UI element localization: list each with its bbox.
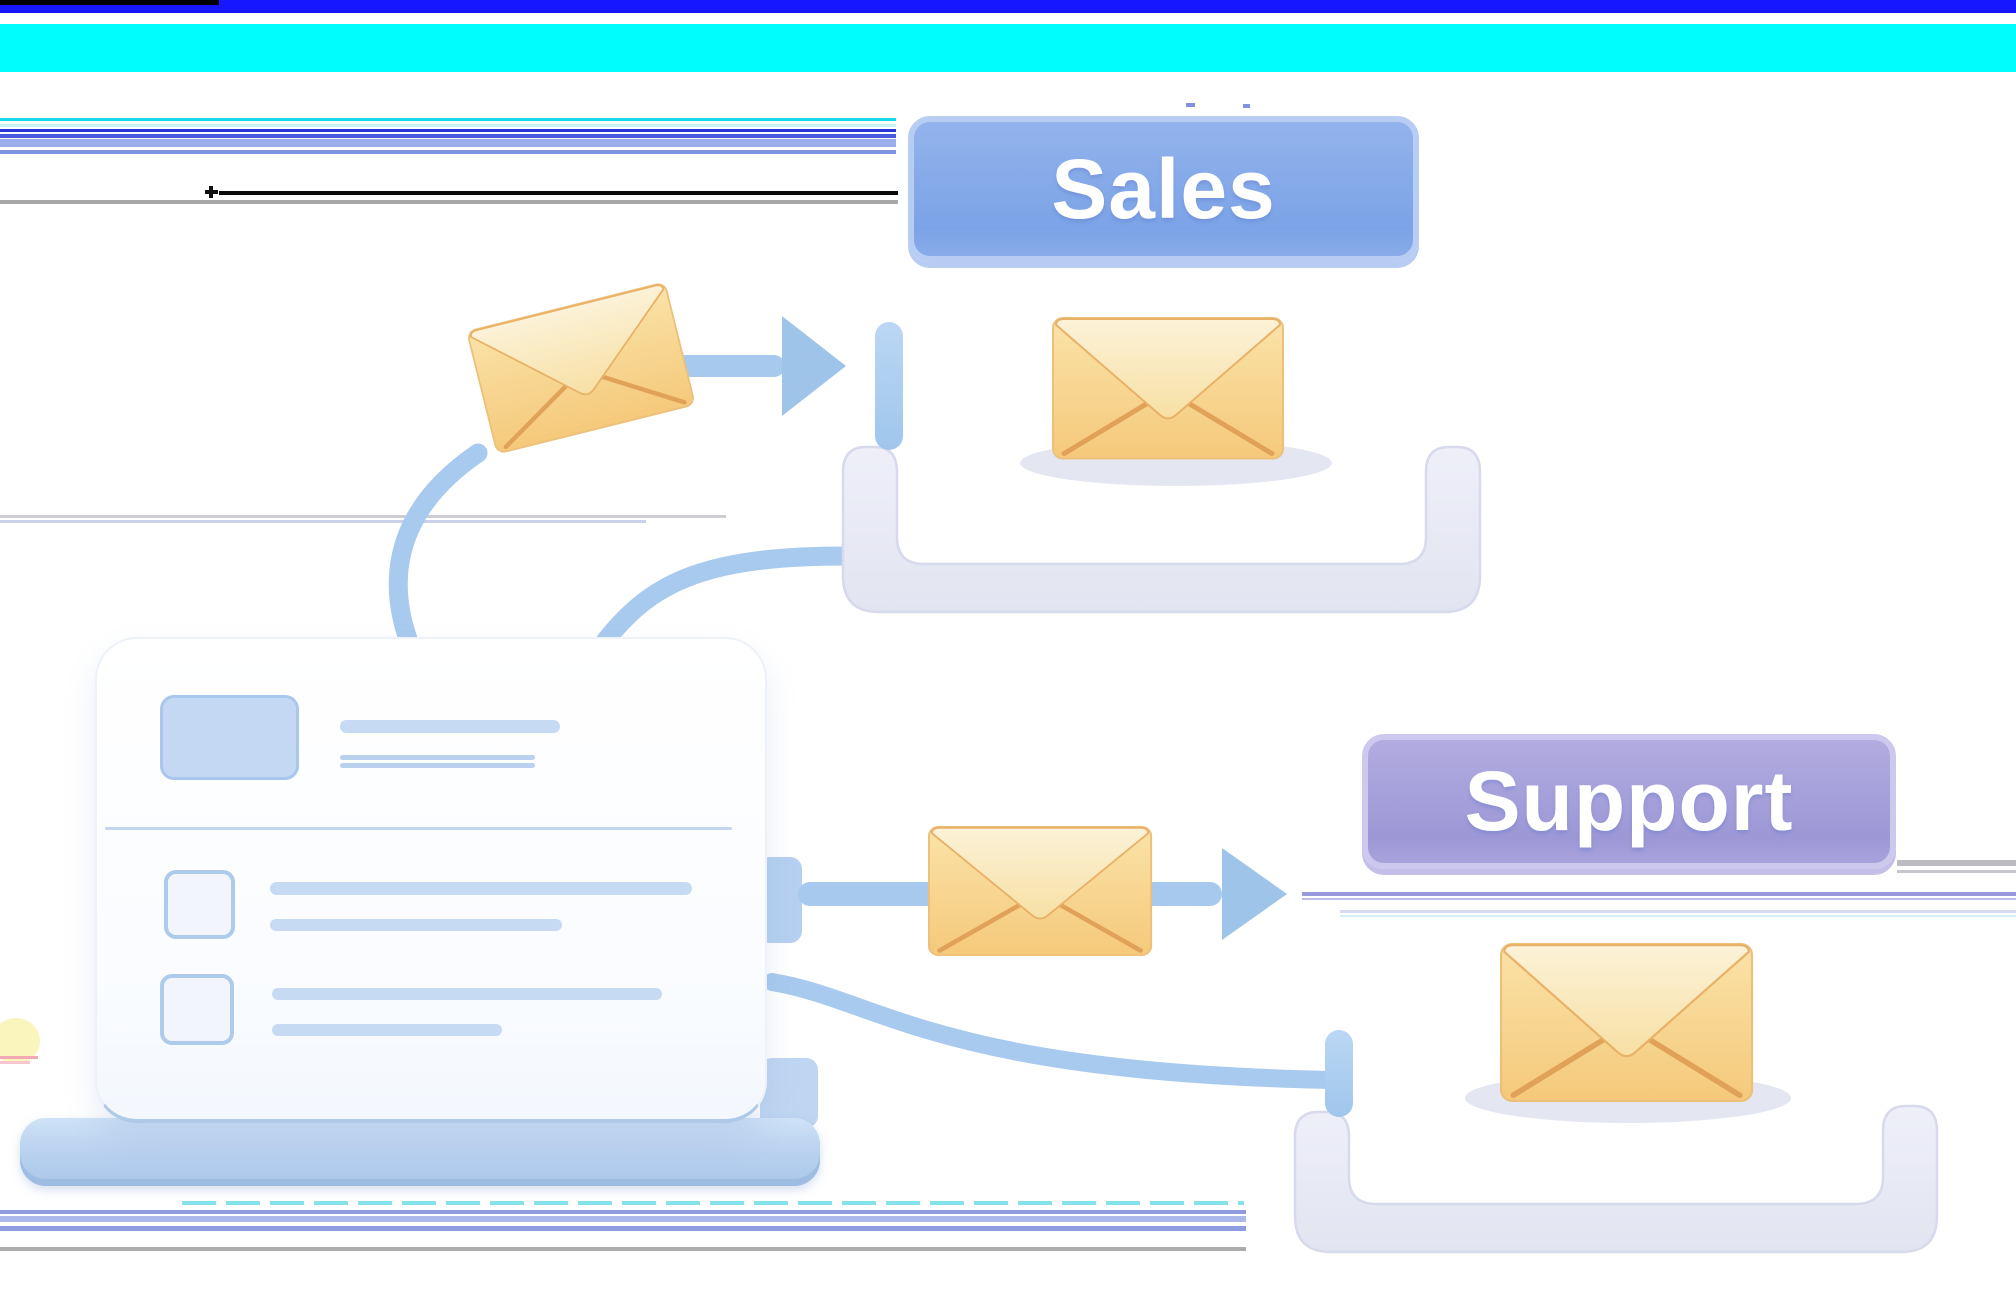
glitch-line	[0, 150, 896, 154]
glitch-band-top-black	[0, 0, 219, 5]
form-line	[340, 763, 535, 768]
flow-curve-to-support-tray	[763, 973, 1341, 1089]
glitch-line-gray	[0, 200, 898, 204]
form-line	[340, 720, 560, 733]
flow-curve-to-outgoing-envelope	[388, 443, 488, 660]
checkbox-icon	[164, 870, 235, 939]
laptop-base	[20, 1118, 820, 1186]
checkbox-icon	[160, 974, 234, 1045]
form-card	[95, 637, 767, 1123]
card-connector-tab	[758, 857, 802, 943]
glitch-line	[1302, 898, 2016, 900]
glitch-line	[1302, 892, 2016, 896]
glitch-line-pink	[0, 1056, 38, 1059]
glitch-line	[0, 515, 726, 518]
glitch-line-pink	[0, 1061, 30, 1064]
glitch-line-black	[219, 191, 898, 195]
glitch-line	[1897, 860, 2016, 866]
envelope-icon	[929, 827, 1151, 955]
glitch-line	[0, 1216, 1246, 1222]
glitch-dot	[1243, 104, 1250, 108]
glitch-line	[0, 520, 646, 523]
glitch-cross	[209, 186, 213, 198]
envelope-icon	[1053, 318, 1283, 459]
flow-curve-to-sales-tray	[596, 546, 855, 650]
glitch-line	[0, 129, 896, 132]
glitch-line-dashed	[182, 1201, 1244, 1205]
inbox-tray-icon	[841, 445, 1482, 614]
glitch-line	[0, 124, 896, 127]
glitch-line	[0, 139, 896, 147]
glitch-line	[0, 134, 896, 138]
glitch-line	[1340, 910, 2016, 913]
glitch-line	[0, 1226, 1246, 1231]
glitch-line	[0, 1210, 1246, 1214]
glitch-band-top-blue	[0, 0, 2016, 13]
glitch-line-gray	[0, 1247, 1246, 1251]
sales-badge: Sales	[908, 116, 1419, 262]
slot-capsule-icon	[1325, 1030, 1353, 1117]
laptop-base-edge	[760, 1058, 818, 1128]
envelope-icon	[467, 282, 695, 453]
form-line	[340, 755, 535, 760]
support-badge: Support	[1362, 734, 1896, 869]
form-line	[272, 1024, 502, 1036]
form-line	[270, 919, 562, 931]
glitch-line	[1340, 915, 2016, 917]
slot-capsule-icon	[875, 322, 903, 450]
form-thumbnail	[160, 695, 299, 780]
inbox-tray-icon	[1293, 1104, 1939, 1254]
glitch-dot	[1186, 103, 1195, 107]
glitch-line	[0, 118, 896, 121]
glitch-band-cyan	[0, 24, 2016, 72]
form-line	[270, 882, 692, 895]
envelope-icon	[1501, 944, 1752, 1101]
glitch-line	[1897, 870, 2016, 873]
form-divider	[105, 827, 732, 830]
form-line	[272, 988, 662, 1000]
